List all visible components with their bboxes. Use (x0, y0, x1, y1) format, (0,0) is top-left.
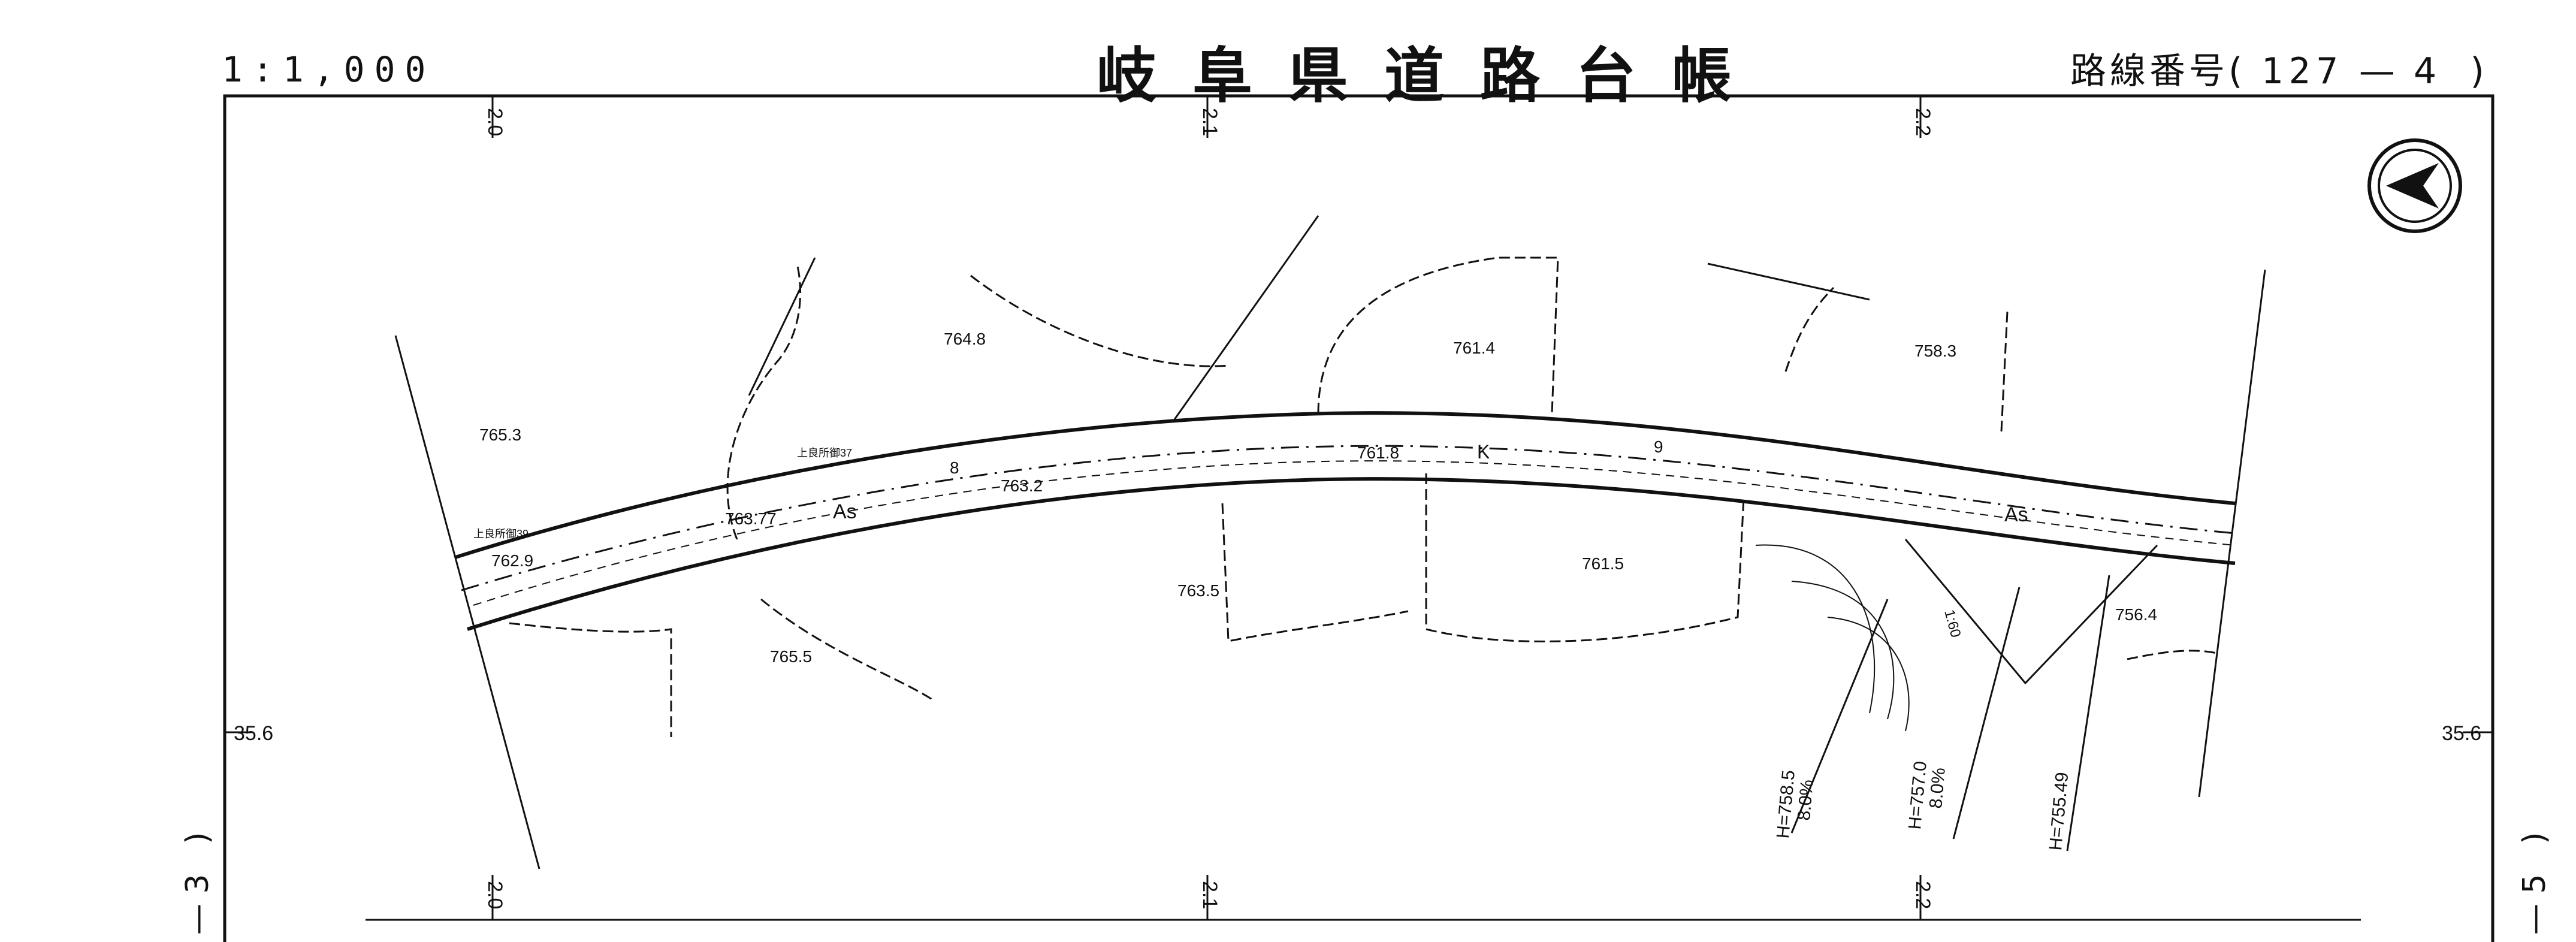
elevation-label: 758.3 (1914, 342, 1956, 360)
elevation-label: 765.5 (770, 647, 812, 666)
curve-label: 1:60 (1941, 608, 1964, 639)
elevation-label: 765.3 (479, 425, 521, 444)
route-number-label: 路線番号( 127 — 4 ) (2070, 50, 2488, 92)
scale-label: 1:1,000 (222, 49, 436, 90)
elevation-label: 764.8 (944, 330, 986, 348)
grid-tick-bottom-3: 2.2 (1911, 881, 1934, 909)
grid-tick-top-1: 2.0 (484, 108, 506, 136)
contour-arcs (1755, 544, 1910, 732)
elevation-label: 762.9 (491, 551, 533, 570)
facility-label-2: 上良所御39 (473, 528, 529, 540)
k-mark: K (1477, 441, 1490, 463)
elevation-label: 761.4 (1453, 339, 1495, 357)
pavement-label-right: As (2004, 503, 2028, 526)
facility-label-1: 上良所御37 (797, 447, 852, 459)
route-sheet: 4 (2414, 50, 2441, 92)
north-arrow-icon (2367, 138, 2462, 233)
elevation-label: 761.5 (1582, 554, 1624, 573)
elevation-label: 763.77 (725, 509, 777, 528)
number-9: 9 (1654, 437, 1663, 456)
grid-ticks-top (225, 96, 2493, 920)
elevation-label: 763.5 (1177, 581, 1219, 600)
boundary-lines (394, 215, 2266, 869)
number-8: 8 (950, 458, 959, 477)
grid-tick-right: 35.6 (2442, 722, 2481, 745)
map-frame (223, 94, 2495, 942)
slope-grade-1: 8.0% (1794, 779, 1817, 822)
pavement-label-left: As (833, 500, 857, 523)
elevation-label: 761.8 (1357, 443, 1399, 462)
grid-tick-bottom-1: 2.0 (484, 881, 506, 909)
elevation-label: 763.2 (1001, 476, 1043, 495)
slope-hatching (509, 256, 2218, 737)
route-label-text: 路線番号 (2070, 50, 2228, 92)
page-title: 岐阜県道路台帳 (1097, 41, 1768, 111)
road (455, 411, 2236, 631)
grid-tick-bottom-2: 2.1 (1198, 881, 1221, 909)
grid-tick-top-2: 2.1 (1198, 108, 1221, 136)
elevation-label: 756.4 (2115, 605, 2157, 624)
elevation-labels: 765.3 764.8 761.4 758.3 763.77 763.2 762… (479, 330, 2157, 666)
route-number: 127 (2261, 50, 2344, 92)
slope-annotations: H=758.5 8.0% H=757.0 8.0% H=755.49 1:60 (1773, 608, 2072, 852)
grid-tick-top-3: 2.2 (1911, 108, 1934, 136)
slope-grade-2: 8.0% (1926, 767, 1949, 810)
grid-tick-left: 35.6 (234, 722, 273, 745)
